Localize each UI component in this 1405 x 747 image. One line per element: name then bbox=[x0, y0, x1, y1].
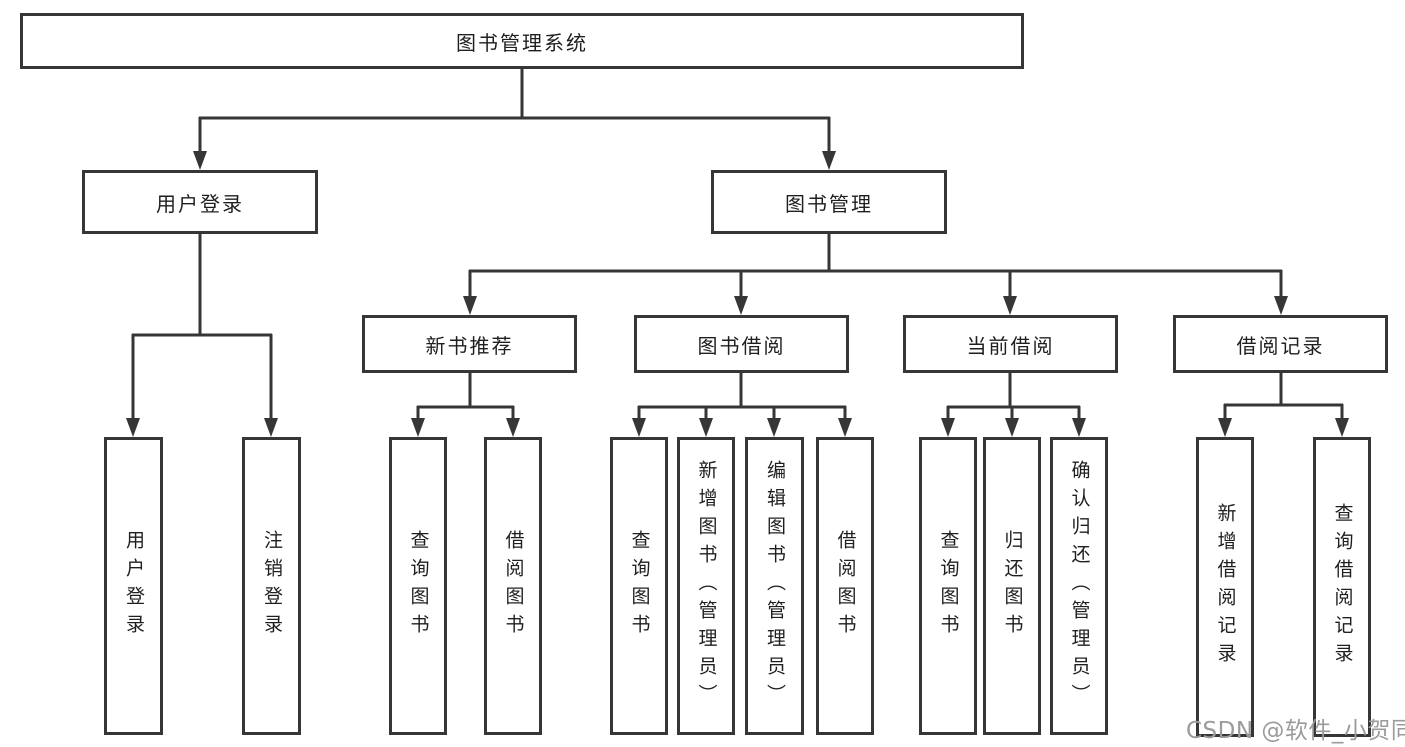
leaf-borrow-books-recommend: 借阅图书 bbox=[484, 437, 542, 735]
leaf-edit-books-admin: 编辑图书（管理员） bbox=[745, 437, 804, 735]
leaf-query-books-recommend: 查询图书 bbox=[389, 437, 447, 735]
node-user-login: 用户登录 bbox=[82, 170, 318, 234]
node-borrowing-records: 借阅记录 bbox=[1173, 315, 1388, 373]
leaf-query-books-current: 查询图书 bbox=[919, 437, 977, 735]
leaf-logout-login: 注销登录 bbox=[242, 437, 301, 735]
leaf-confirm-return-admin: 确认归还（管理员） bbox=[1050, 437, 1108, 735]
leaf-add-books-admin: 新增图书（管理员） bbox=[677, 437, 735, 735]
leaf-query-borrow-record: 查询借阅记录 bbox=[1313, 437, 1371, 737]
node-new-book-recommendation: 新书推荐 bbox=[362, 315, 577, 373]
node-library-management-system: 图书管理系统 bbox=[20, 13, 1024, 69]
leaf-add-borrow-record: 新增借阅记录 bbox=[1196, 437, 1254, 737]
leaf-query-books-borrowing: 查询图书 bbox=[610, 437, 668, 735]
node-current-borrowing: 当前借阅 bbox=[903, 315, 1118, 373]
csdn-watermark: CSDN @软件_小贺同学 bbox=[1186, 718, 1405, 744]
leaf-borrow-books: 借阅图书 bbox=[816, 437, 874, 735]
node-book-management: 图书管理 bbox=[711, 170, 947, 234]
leaf-return-books: 归还图书 bbox=[983, 437, 1041, 735]
node-book-borrowing: 图书借阅 bbox=[634, 315, 849, 373]
leaf-user-login: 用户登录 bbox=[104, 437, 163, 735]
